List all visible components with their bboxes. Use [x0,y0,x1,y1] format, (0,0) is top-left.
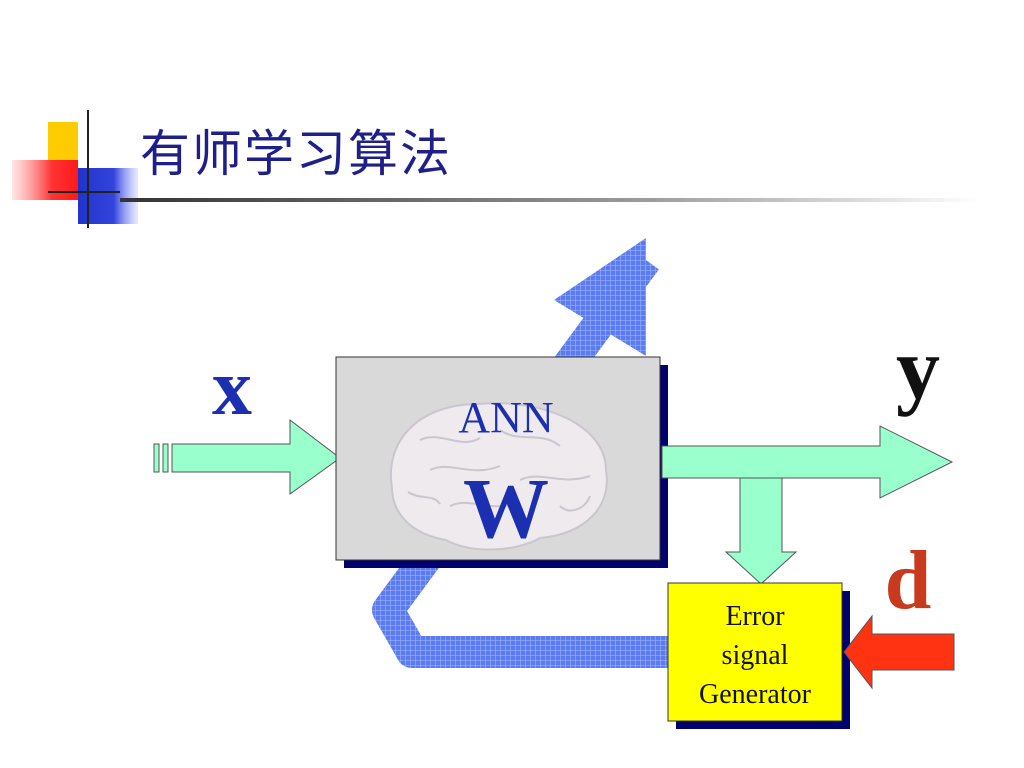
output-arrow [661,425,954,499]
ann-box: ANN W [335,356,668,568]
deco-red-square [12,160,78,200]
error-box-line1: Error [725,601,785,632]
branch-down-arrow [724,477,798,585]
desired-label: d [885,534,932,627]
brain-icon [389,402,608,551]
error-box-line2: signal [722,640,789,671]
input-label: x [212,344,252,432]
slide-title: 有师学习算法 [140,125,452,183]
weights-label: W [463,460,549,556]
title-underline [120,198,980,202]
deco-yellow-square [48,122,78,160]
title-decoration [12,110,980,228]
output-label: y [896,321,940,418]
error-box-line3: Generator [699,679,812,710]
error-box-body [667,582,843,722]
error-generator-box: Error signal Generator [667,582,850,729]
desired-arrow [843,614,955,690]
feedback-arrowhead [554,238,646,356]
ann-title: ANN [458,393,553,442]
input-arrow [153,418,341,495]
